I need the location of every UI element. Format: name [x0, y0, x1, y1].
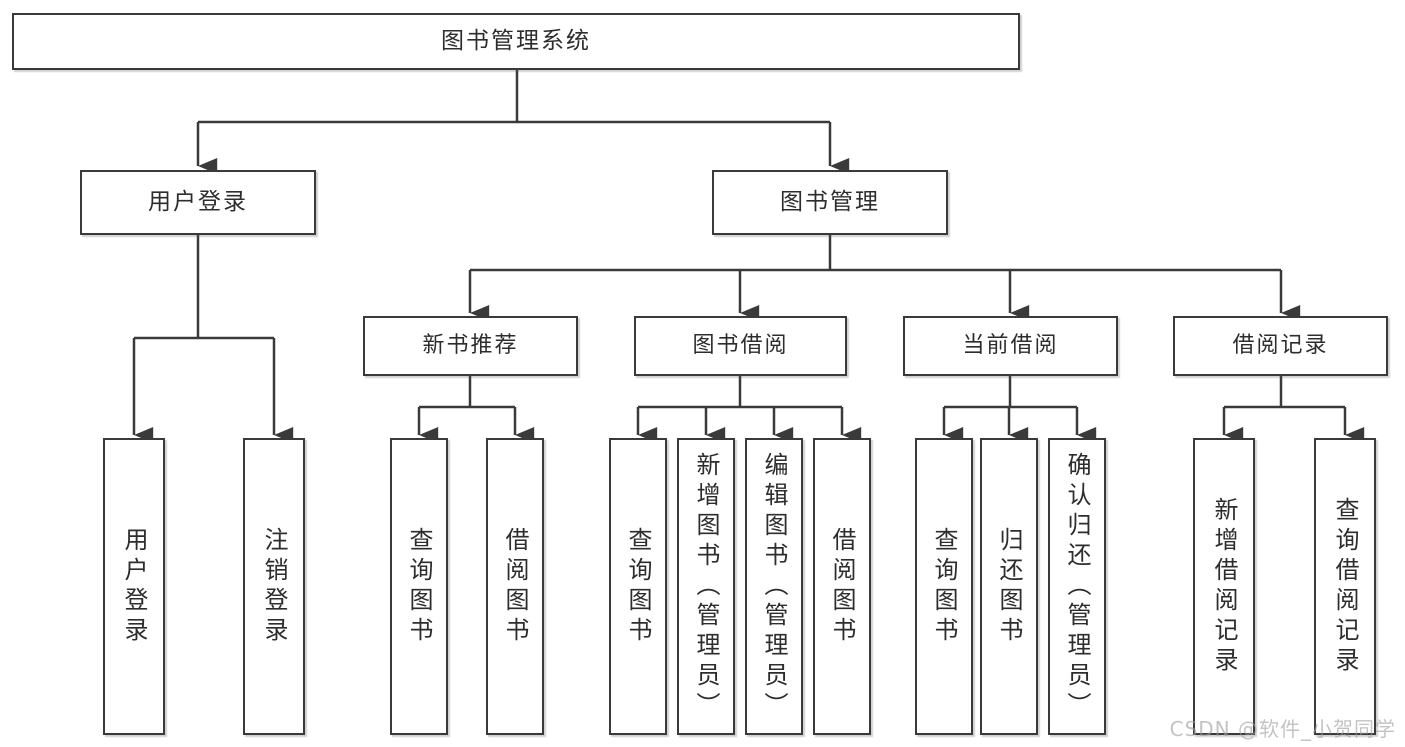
node-current-borrowing-label: 当前借阅	[962, 333, 1059, 358]
leaf-query-books-current: 查询图书	[915, 438, 973, 735]
leaf-user-login: 用户登录	[103, 438, 165, 735]
node-user-login-label: 用户登录	[148, 189, 248, 215]
leaf-query-books-borrowing: 查询图书	[609, 438, 667, 735]
leaf-borrow-books: 借阅图书	[813, 438, 871, 735]
node-borrowing-records: 借阅记录	[1173, 316, 1388, 376]
leaf-query-books-recommend: 查询图书	[390, 438, 448, 735]
leaf-borrow-books-label: 借阅图书	[828, 526, 856, 647]
node-current-borrowing: 当前借阅	[903, 316, 1118, 376]
leaf-borrow-books-recommend-label: 借阅图书	[501, 526, 529, 647]
leaf-add-borrow-record-label: 新增借阅记录	[1210, 496, 1238, 677]
node-borrowing-records-label: 借阅记录	[1232, 333, 1329, 358]
node-new-book-recommendation-label: 新书推荐	[422, 333, 519, 358]
leaf-query-books-recommend-label: 查询图书	[405, 526, 433, 647]
node-book-borrowing-label: 图书借阅	[692, 333, 789, 358]
leaf-borrow-books-recommend: 借阅图书	[486, 438, 544, 735]
leaf-query-books-borrowing-label: 查询图书	[624, 526, 652, 647]
leaf-logout: 注销登录	[243, 438, 305, 735]
node-new-book-recommendation: 新书推荐	[363, 316, 578, 376]
node-root-label: 图书管理系统	[441, 28, 591, 54]
leaf-add-borrow-record: 新增借阅记录	[1193, 438, 1255, 735]
leaf-query-borrow-record: 查询借阅记录	[1314, 438, 1376, 735]
leaf-query-borrow-record-label: 查询借阅记录	[1331, 496, 1359, 677]
leaf-return-books: 归还图书	[980, 438, 1038, 735]
leaf-add-book-admin: 新增图书（管理员）	[677, 438, 735, 735]
node-user-login: 用户登录	[80, 170, 316, 235]
leaf-edit-book-admin: 编辑图书（管理员）	[745, 438, 803, 735]
node-book-management: 图书管理	[712, 170, 948, 235]
leaf-confirm-return-admin-label: 确认归还（管理员）	[1063, 451, 1091, 722]
node-book-borrowing: 图书借阅	[634, 316, 847, 376]
leaf-edit-book-admin-label: 编辑图书（管理员）	[760, 451, 788, 722]
node-book-management-label: 图书管理	[780, 189, 880, 215]
node-root-library-system: 图书管理系统	[12, 13, 1020, 70]
leaf-add-book-admin-label: 新增图书（管理员）	[692, 451, 720, 722]
leaf-return-books-label: 归还图书	[995, 526, 1023, 647]
csdn-watermark: CSDN @软件_小贺同学	[1169, 717, 1396, 741]
leaf-logout-label: 注销登录	[260, 526, 288, 647]
leaf-user-login-label: 用户登录	[120, 526, 148, 647]
leaf-confirm-return-admin: 确认归还（管理员）	[1048, 438, 1106, 735]
tree-structure-lines	[134, 70, 1345, 409]
leaf-query-books-current-label: 查询图书	[930, 526, 958, 647]
